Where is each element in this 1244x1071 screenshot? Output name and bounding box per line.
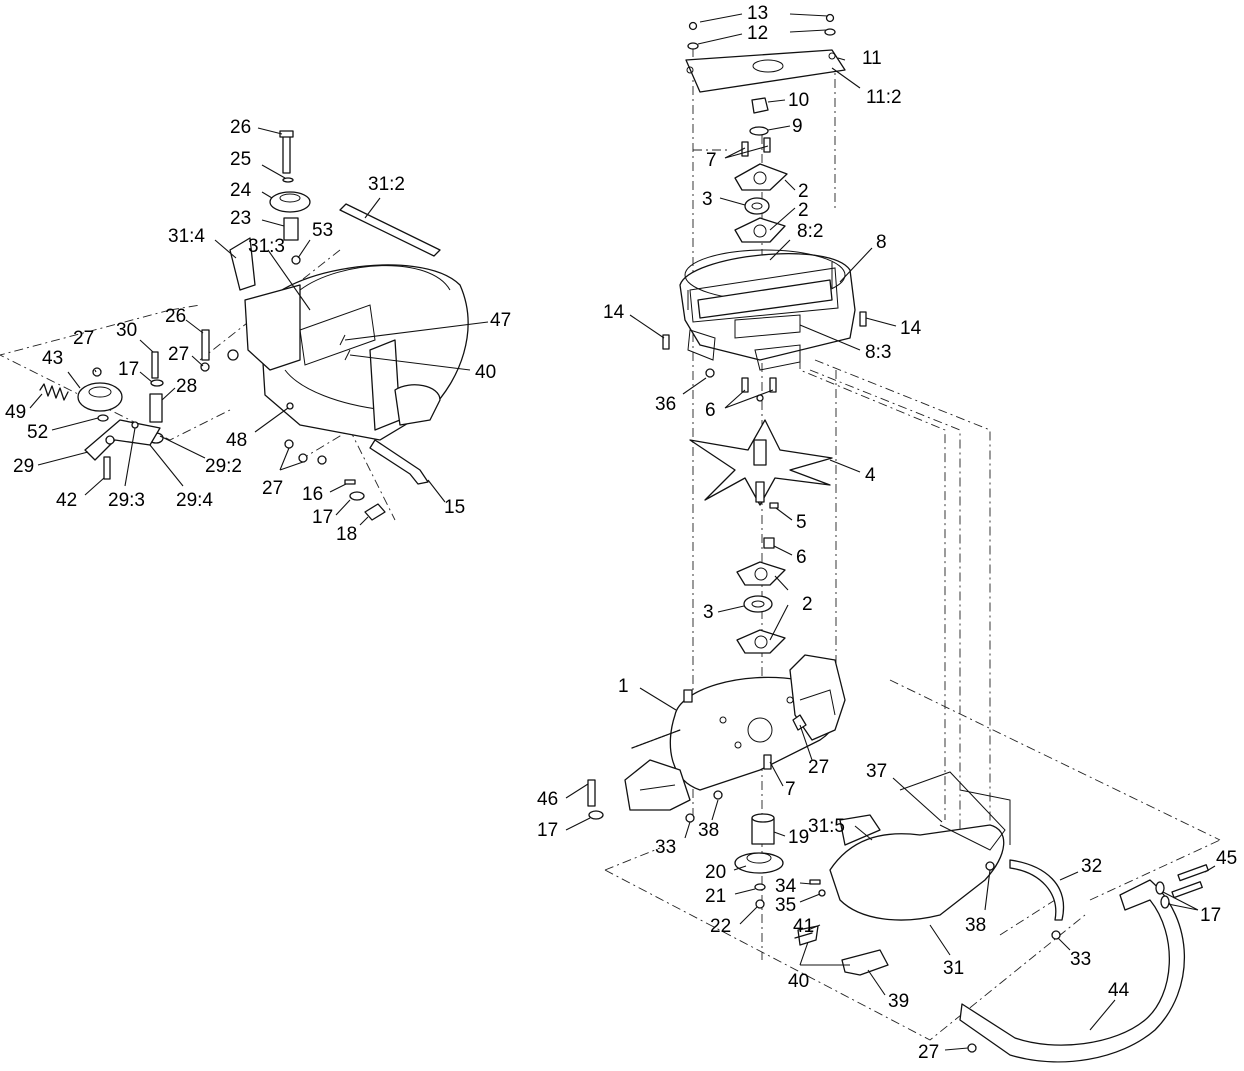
callout-30: 30	[116, 320, 137, 341]
callout-53: 53	[312, 220, 333, 241]
callout-33: 33	[1070, 949, 1091, 970]
callout-7: 7	[706, 150, 717, 171]
callout-16: 16	[302, 484, 323, 505]
callout-35: 35	[775, 895, 796, 916]
callout-45: 45	[1216, 848, 1237, 869]
chute	[829, 824, 1005, 921]
callout-6: 6	[796, 547, 807, 568]
callout-27: 27	[73, 328, 94, 349]
cover-plate	[685, 49, 846, 93]
callout-27: 27	[168, 344, 189, 365]
callout-7: 7	[785, 779, 796, 800]
callout-29-2: 29:2	[205, 456, 242, 477]
callout-14: 14	[900, 318, 922, 339]
handle	[959, 879, 1186, 1063]
callout-31-3: 31:3	[248, 236, 285, 257]
spinner-assembly	[587, 13, 1209, 1063]
callout-43: 43	[42, 348, 63, 369]
callout-27: 27	[808, 757, 829, 778]
callout-8-2: 8:2	[797, 221, 823, 242]
left-spreader-assembly	[39, 130, 469, 521]
callout-17: 17	[1200, 905, 1221, 926]
callout-26: 26	[230, 117, 251, 138]
callout-11-2: 11:2	[866, 87, 902, 108]
callout-28: 28	[176, 376, 197, 397]
callout-26: 26	[165, 306, 186, 327]
callout-2: 2	[802, 594, 813, 615]
callout-8: 8	[876, 232, 887, 253]
callout-38: 38	[965, 915, 986, 936]
callout-17: 17	[118, 359, 139, 380]
callout-1: 1	[618, 676, 629, 697]
callout-24: 24	[230, 180, 252, 201]
callout-31-4: 31:4	[168, 226, 205, 247]
callout-23: 23	[230, 208, 251, 229]
callout-19: 19	[788, 827, 809, 848]
callout-2: 2	[798, 200, 809, 221]
leader-lines	[29, 13, 1216, 1051]
callout-22: 22	[710, 916, 731, 937]
callout-5: 5	[796, 512, 807, 533]
callout-21: 21	[705, 886, 726, 907]
callout-29-3: 29:3	[108, 490, 145, 511]
callout-39: 39	[888, 991, 909, 1012]
callout-47: 47	[490, 310, 511, 331]
callout-10: 10	[788, 90, 809, 111]
callout-42: 42	[56, 490, 77, 511]
callout-29: 29	[13, 456, 34, 477]
callout-12: 12	[747, 23, 768, 44]
callout-29-4: 29:4	[176, 490, 213, 511]
callout-3: 3	[703, 602, 714, 623]
callout-40: 40	[788, 971, 809, 992]
callout-13: 13	[747, 3, 768, 24]
callout-17: 17	[312, 507, 333, 528]
callout-15: 15	[444, 497, 465, 518]
callout-6: 6	[705, 400, 716, 421]
callout-27: 27	[918, 1042, 939, 1063]
callout-38: 38	[698, 820, 719, 841]
callout-9: 9	[792, 116, 803, 137]
callout-3: 3	[702, 189, 713, 210]
callout-18: 18	[336, 524, 357, 545]
callout-32: 32	[1081, 856, 1102, 877]
callout-31: 31	[943, 958, 964, 979]
callout-44: 44	[1108, 980, 1130, 1001]
callout-49: 49	[5, 402, 26, 423]
callout-36: 36	[655, 394, 676, 415]
callout-34: 34	[775, 876, 797, 897]
callout-31-5: 31:5	[808, 816, 845, 837]
callout-17: 17	[537, 820, 558, 841]
callout-11: 11	[862, 48, 882, 69]
callout-40: 40	[475, 362, 496, 383]
callout-31-2: 31:2	[368, 174, 405, 195]
callout-2: 2	[798, 181, 809, 202]
callout-48: 48	[226, 430, 247, 451]
callout-41: 41	[793, 916, 814, 937]
callout-37: 37	[866, 761, 887, 782]
callout-20: 20	[705, 862, 726, 883]
callout-52: 52	[27, 422, 48, 443]
guide-lines	[0, 48, 1221, 1041]
callout-27: 27	[262, 478, 283, 499]
callout-14: 14	[603, 302, 625, 323]
callout-25: 25	[230, 149, 251, 170]
callout-46: 46	[537, 789, 558, 810]
callout-33: 33	[655, 837, 676, 858]
callout-4: 4	[865, 465, 876, 486]
callout-8-3: 8:3	[865, 342, 891, 363]
callout-labels: 13 12 11 11:2 10 9 7 2 3 2 8:2 8 14 14 8…	[5, 3, 1237, 1063]
